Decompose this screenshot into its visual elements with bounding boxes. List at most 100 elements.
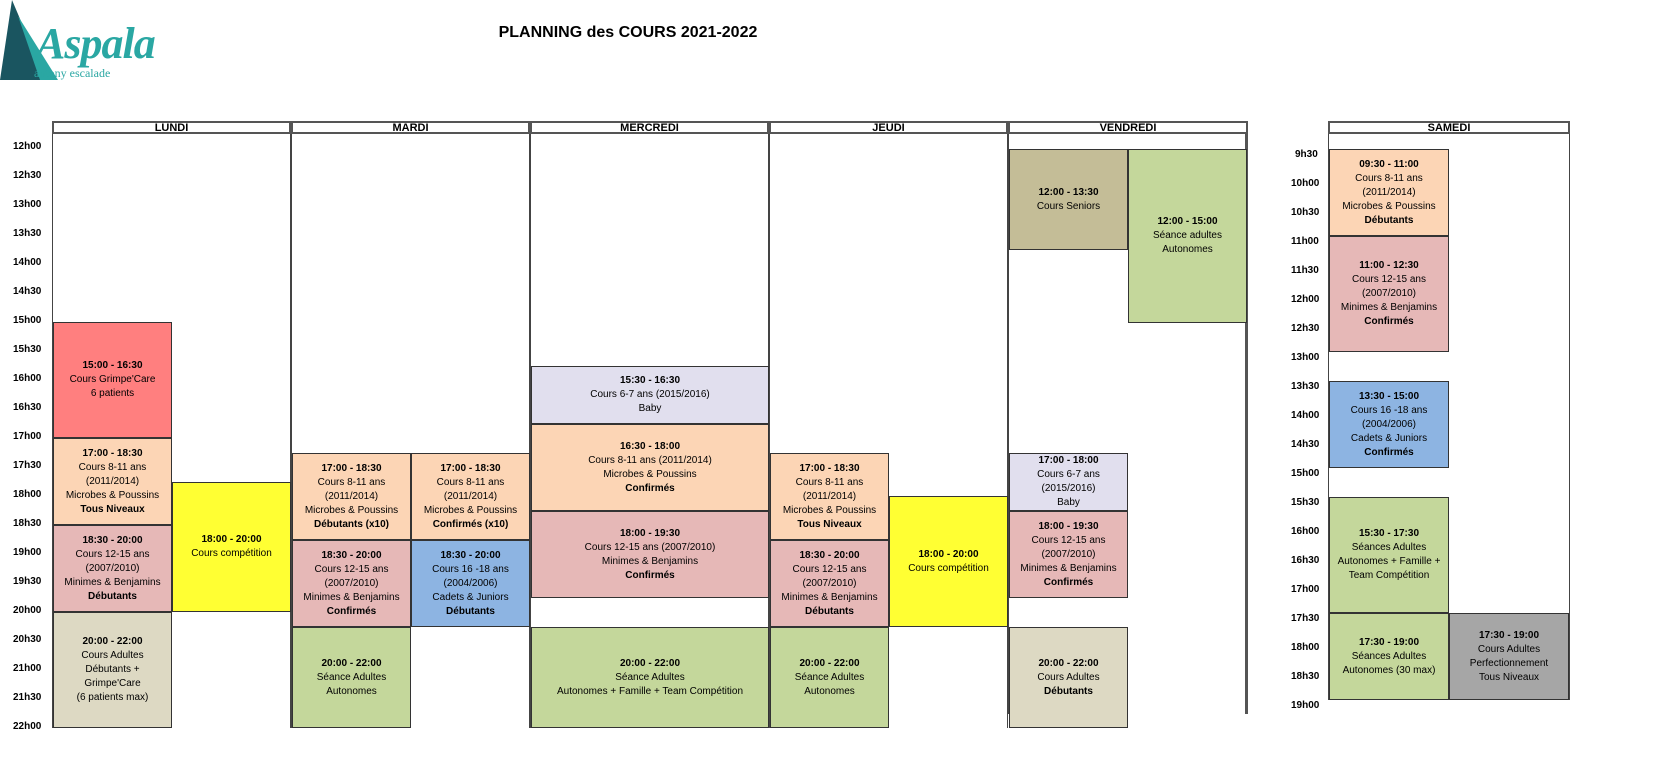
event-line: (2007/2010) bbox=[802, 577, 857, 589]
event-mardi-12-15: 18:30 - 20:00 Cours 12-15 ans (2007/2010… bbox=[292, 540, 411, 627]
event-line: (2011/2014) bbox=[1362, 186, 1416, 198]
event-time: 16:30 - 18:00 bbox=[619, 440, 681, 452]
event-line: (2007/2010) bbox=[1041, 548, 1096, 560]
event-line: Autonomes + Famille + bbox=[1337, 556, 1441, 567]
time-label: 15h00 bbox=[13, 315, 42, 326]
event-vendredi-12-15: 18:00 - 19:30 Cours 12-15 ans (2007/2010… bbox=[1009, 511, 1128, 598]
event-line: Cours Adultes bbox=[1477, 643, 1541, 655]
event-line: Autonomes bbox=[326, 685, 377, 697]
event-line: Cours 8-11 ans bbox=[436, 476, 505, 488]
event-vendredi-adultes-soir: 20:00 - 22:00 Cours Adultes Débutants bbox=[1009, 627, 1128, 728]
event-jeudi-8-11: 17:00 - 18:30 Cours 8-11 ans (2011/2014)… bbox=[770, 453, 889, 540]
event-line: Perfectionnement bbox=[1469, 657, 1549, 669]
time-label: 18h30 bbox=[1291, 671, 1320, 682]
time-label: 14h00 bbox=[1291, 410, 1320, 421]
day-column-lundi bbox=[52, 134, 291, 728]
event-line: 6 patients bbox=[90, 388, 135, 399]
event-time: 17:30 - 19:00 bbox=[1358, 636, 1420, 648]
event-line: Team Compétition bbox=[1348, 570, 1430, 581]
event-line: Séances Adultes bbox=[1351, 650, 1427, 662]
event-vendredi-adultes-midi: 12:00 - 15:00 Séance adultes Autonomes bbox=[1128, 149, 1247, 323]
event-level: Tous Niveaux bbox=[80, 503, 145, 515]
time-label: 11h30 bbox=[1291, 265, 1319, 276]
time-label: 13h30 bbox=[1291, 381, 1320, 392]
event-line: (2011/2014) bbox=[324, 490, 379, 502]
event-time: 18:00 - 19:30 bbox=[1038, 520, 1099, 532]
event-line: Séances Adultes bbox=[1351, 542, 1427, 553]
time-label: 9h30 bbox=[1295, 149, 1318, 160]
event-line: Autonomes bbox=[1162, 244, 1213, 255]
time-label: 13h00 bbox=[1291, 352, 1320, 363]
day-column-jeudi bbox=[769, 134, 1008, 728]
day-header-vendredi: VENDREDI bbox=[1008, 121, 1248, 134]
event-line: (2004/2006) bbox=[443, 577, 498, 589]
event-line: Microbes & Poussins bbox=[1342, 200, 1436, 212]
event-line: Séance Adultes bbox=[794, 671, 865, 683]
event-time: 13:30 - 15:00 bbox=[1358, 390, 1420, 402]
event-time: 17:00 - 18:30 bbox=[82, 447, 143, 459]
event-line: Cours 12-15 ans bbox=[792, 563, 867, 575]
event-line: Cours Adultes bbox=[81, 650, 144, 661]
event-samedi-8-11: 09:30 - 11:00 Cours 8-11 ans (2011/2014)… bbox=[1329, 149, 1449, 236]
event-level: Confirmés bbox=[1043, 576, 1094, 588]
event-lundi-adultes: 20:00 - 22:00 Cours Adultes Débutants + … bbox=[53, 612, 172, 728]
event-samedi-16-18: 13:30 - 15:00 Cours 16 -18 ans (2004/200… bbox=[1329, 381, 1449, 468]
time-label: 16h30 bbox=[13, 402, 42, 413]
event-line: Cours 8-11 ans bbox=[317, 476, 386, 488]
event-line: Débutants + Grimpe'Care bbox=[84, 664, 141, 689]
event-line: Autonomes (30 max) bbox=[1342, 664, 1436, 676]
event-line: Cours 8-11 ans (2011/2014) bbox=[588, 454, 712, 466]
event-line: Cours Grimpe'Care bbox=[69, 374, 156, 385]
time-label: 21h30 bbox=[13, 692, 42, 703]
event-line: Microbes & Poussins bbox=[782, 504, 877, 516]
event-mardi-8-11-debutants: 17:00 - 18:30 Cours 8-11 ans (2011/2014)… bbox=[292, 453, 411, 540]
event-line: Cadets & Juniors bbox=[1350, 432, 1428, 444]
event-time: 09:30 - 11:00 bbox=[1359, 158, 1419, 170]
event-line: Cours Adultes bbox=[1037, 671, 1100, 683]
time-label: 20h30 bbox=[13, 634, 42, 645]
time-label: 14h00 bbox=[13, 257, 42, 268]
event-line: Cours 8-11 ans bbox=[1355, 172, 1423, 184]
event-mercredi-12-15: 18:00 - 19:30 Cours 12-15 ans (2007/2010… bbox=[531, 511, 769, 598]
event-time: 20:00 - 22:00 bbox=[619, 657, 681, 669]
event-level: Débutants (x10) bbox=[313, 518, 389, 530]
event-mardi-8-11-confirmes: 17:00 - 18:30 Cours 8-11 ans (2011/2014)… bbox=[411, 453, 530, 540]
time-label: 10h30 bbox=[1291, 207, 1320, 218]
event-mercredi-baby: 15:30 - 16:30 Cours 6-7 ans (2015/2016) … bbox=[531, 366, 769, 424]
event-time: 18:30 - 20:00 bbox=[440, 549, 501, 561]
event-vendredi-baby: 17:00 - 18:00 Cours 6-7 ans (2015/2016) … bbox=[1009, 453, 1128, 511]
event-line: (2011/2014) bbox=[443, 490, 498, 502]
event-level: Confirmés bbox=[326, 605, 377, 617]
event-time: 20:00 - 22:00 bbox=[82, 636, 143, 647]
event-line: Séance Adultes bbox=[615, 671, 685, 683]
time-label: 16h00 bbox=[13, 373, 42, 384]
event-time: 17:00 - 18:30 bbox=[321, 462, 382, 474]
event-time: 18:30 - 20:00 bbox=[82, 534, 143, 546]
time-label: 17h30 bbox=[1291, 613, 1320, 624]
event-level: Tous Niveaux bbox=[797, 518, 862, 530]
event-line: Tous Niveaux bbox=[1478, 671, 1540, 683]
event-line: Autonomes bbox=[804, 685, 855, 697]
event-line: Cours 16 -18 ans bbox=[432, 563, 509, 575]
event-line: (2011/2014) bbox=[802, 490, 857, 502]
time-label: 12h00 bbox=[13, 141, 42, 152]
event-jeudi-12-15: 18:30 - 20:00 Cours 12-15 ans (2007/2010… bbox=[770, 540, 889, 627]
event-level: Débutants bbox=[1364, 214, 1414, 226]
day-header-samedi: SAMEDI bbox=[1328, 121, 1570, 134]
time-label: 11h00 bbox=[1291, 236, 1319, 247]
day-column-vendredi bbox=[1008, 134, 1248, 714]
event-time: 20:00 - 22:00 bbox=[321, 657, 382, 669]
event-level: Confirmés bbox=[1364, 446, 1414, 458]
time-label: 22h00 bbox=[13, 721, 42, 732]
event-line: Minimes & Benjamins bbox=[1340, 302, 1438, 313]
day-header-mercredi: MERCREDI bbox=[530, 121, 769, 134]
event-time: 18:00 - 19:30 bbox=[619, 527, 681, 539]
logo-text: Aspala bbox=[36, 19, 156, 68]
event-level: Débutants bbox=[446, 605, 495, 617]
event-line: (6 patients max) bbox=[76, 692, 149, 703]
event-line: Séance adultes bbox=[1153, 230, 1222, 241]
event-level: Confirmés bbox=[625, 569, 675, 581]
event-line: Microbes & Poussins bbox=[304, 504, 399, 516]
event-line: (2011/2014) bbox=[85, 475, 140, 487]
event-line: Cours 12-15 ans bbox=[1352, 274, 1426, 285]
